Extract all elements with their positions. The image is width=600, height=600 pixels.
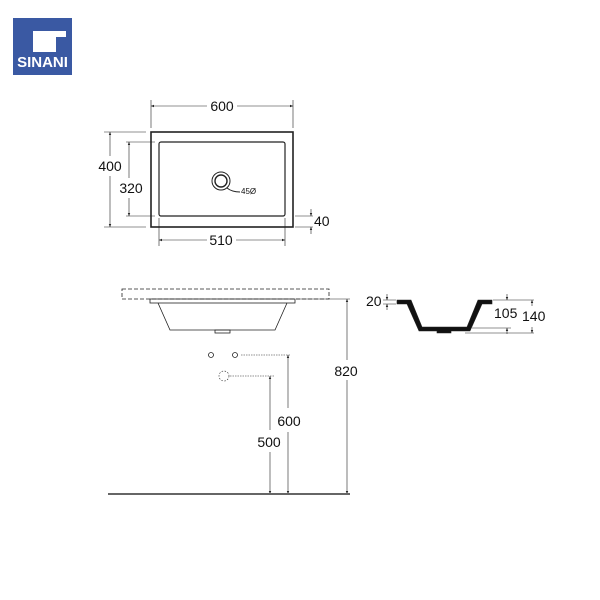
sinani-logo: SINANI: [13, 18, 72, 75]
tap-icon: [208, 352, 214, 358]
basin-inner: [158, 141, 286, 217]
dim-trap-height: 500: [257, 434, 281, 450]
dim-tap-height: 600: [277, 413, 301, 429]
logo-shape: [56, 37, 72, 52]
side-view: [108, 288, 350, 495]
dim-inner-depth-section: 105: [494, 305, 518, 321]
section-view: [383, 294, 534, 334]
dim-inner-width: 510: [209, 232, 233, 248]
dim-inner-depth: 320: [119, 180, 143, 196]
logo-text: SINANI: [17, 54, 68, 71]
tap-icon: [232, 352, 238, 358]
dim-rim-height: 820: [334, 363, 358, 379]
dim-depth: 400: [98, 158, 122, 174]
drain-diameter: 45Ø: [241, 187, 256, 196]
drain-icon: [211, 171, 231, 191]
trap-icon: [218, 370, 230, 382]
dim-width: 600: [210, 98, 234, 114]
basin-section: [396, 299, 493, 334]
top-view: [104, 100, 313, 246]
basin-outline: [150, 131, 294, 228]
dim-thickness: 20: [366, 293, 382, 309]
dim-rim: 40: [314, 213, 330, 229]
dim-total-depth: 140: [522, 308, 546, 324]
countertop: [121, 288, 330, 300]
